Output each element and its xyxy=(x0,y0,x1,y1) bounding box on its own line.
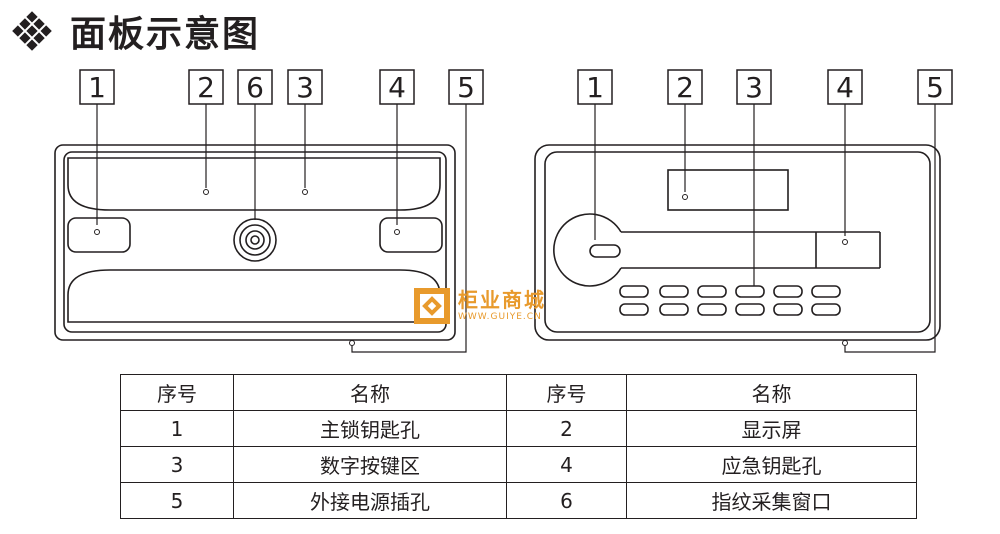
callout-right-4: 4 xyxy=(836,71,854,104)
table-row: 5 外接电源插孔 6 指纹采集窗口 xyxy=(120,482,917,519)
callout-left-1: 1 xyxy=(88,71,106,104)
header-name: 名称 xyxy=(626,374,917,411)
header: 面板示意图 xyxy=(8,6,260,56)
main-key-hole-right xyxy=(589,244,621,258)
cell-name: 应急钥匙孔 xyxy=(626,446,917,483)
header-name: 名称 xyxy=(233,374,507,411)
callout-right-5: 5 xyxy=(926,71,944,104)
header-index: 序号 xyxy=(120,374,234,411)
watermark-url: WWW.GUIYE.CN xyxy=(458,312,542,322)
keypad xyxy=(619,285,841,316)
legend-table: 序号 名称 序号 名称 1 主锁钥匙孔 2 显示屏 3 数字按键区 4 应急钥匙… xyxy=(120,374,917,519)
cell-index: 6 xyxy=(506,482,627,519)
legend-header-row: 序号 名称 序号 名称 xyxy=(120,374,917,411)
left-panel-top-bevel xyxy=(67,157,441,211)
cell-name: 主锁钥匙孔 xyxy=(233,410,507,447)
callout-right-2: 2 xyxy=(676,71,694,104)
cell-name: 数字按键区 xyxy=(233,446,507,483)
main-key-hole xyxy=(67,217,131,253)
right-panel xyxy=(534,144,941,341)
table-row: 3 数字按键区 4 应急钥匙孔 xyxy=(120,446,917,483)
main-lock-knob-arc xyxy=(553,213,622,287)
callout-right-3: 3 xyxy=(745,71,763,104)
page-title: 面板示意图 xyxy=(70,14,261,55)
display-screen xyxy=(667,169,789,211)
watermark: 柜业商城 WWW.GUIYE.CN xyxy=(412,286,546,326)
emergency-key-hole xyxy=(379,217,443,253)
cell-name: 显示屏 xyxy=(626,410,917,447)
callout-left-5: 5 xyxy=(457,71,475,104)
cell-index: 2 xyxy=(506,410,627,447)
cell-index: 3 xyxy=(120,446,234,483)
cell-index: 1 xyxy=(120,410,234,447)
diamond-grid-icon xyxy=(12,11,52,51)
callout-left-2: 2 xyxy=(197,71,215,104)
callout-left-4: 4 xyxy=(388,71,406,104)
callout-left-3: 3 xyxy=(296,71,314,104)
cell-name: 指纹采集窗口 xyxy=(626,482,917,519)
right-panel-outer xyxy=(534,144,941,341)
panel-diagram: 1 2 6 3 4 5 1 2 3 4 5 xyxy=(54,69,953,353)
right-panel-inner xyxy=(544,151,931,333)
callout-right-1: 1 xyxy=(586,71,604,104)
cell-name: 外接电源插孔 xyxy=(233,482,507,519)
table-row: 1 主锁钥匙孔 2 显示屏 xyxy=(120,410,917,447)
header-index: 序号 xyxy=(506,374,627,411)
watermark-logo-icon xyxy=(414,288,450,324)
watermark-name: 柜业商城 xyxy=(458,288,546,312)
callout-left-6: 6 xyxy=(246,71,264,104)
cell-index: 4 xyxy=(506,446,627,483)
cell-index: 5 xyxy=(120,482,234,519)
left-panel-bottom-bevel xyxy=(67,269,441,323)
